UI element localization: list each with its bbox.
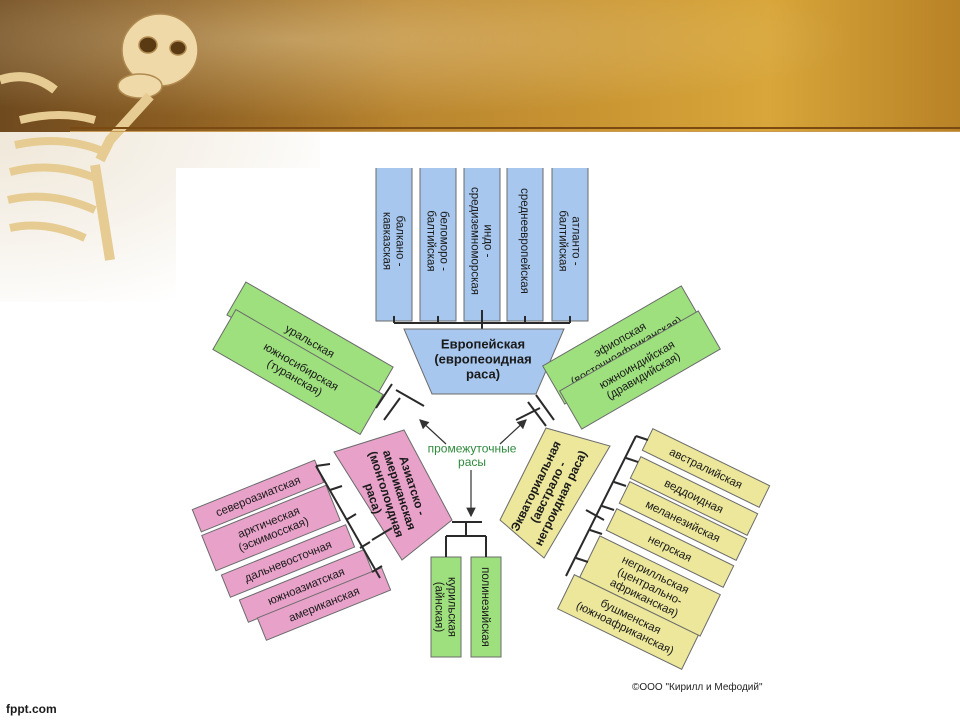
equatorial-branch-6-box xyxy=(556,574,700,670)
european-branch-5: атланто -балтийская xyxy=(551,168,589,322)
diagram-panel: балкано -кавказская беломоро -балтийская и… xyxy=(176,168,960,700)
connector-line xyxy=(375,383,393,409)
connector-line xyxy=(585,509,605,521)
connector-line xyxy=(315,465,381,579)
header-rule-thin xyxy=(70,131,960,132)
connector-line xyxy=(395,389,425,407)
header-rule xyxy=(70,127,960,129)
connector-line xyxy=(371,527,393,541)
european-race-shape xyxy=(403,328,565,395)
connector-line xyxy=(535,394,555,421)
connector-line xyxy=(589,529,603,535)
footer-brand: fppt.com xyxy=(6,702,57,716)
equatorial-branch-4-box xyxy=(605,508,735,588)
connector-line xyxy=(635,435,649,441)
arrow xyxy=(419,419,447,445)
european-branch-5-text: атланто -балтийская xyxy=(557,210,582,271)
connector-line xyxy=(315,463,331,467)
copyright-text: ©ООО "Кирилл и Мефодий" xyxy=(632,682,763,693)
european-branch-4: среднеевропейская xyxy=(506,168,544,322)
right-intermediate-2: южноиндийская(дравидийская) xyxy=(559,310,721,430)
european-branch-2-text: беломоро -балтийская xyxy=(425,210,450,271)
mongoloid-branch-3-box xyxy=(220,524,356,598)
connector-line xyxy=(613,481,627,487)
european-branch-4-text: среднеевропейская xyxy=(518,188,530,294)
mongoloid-branch-2: арктическая(эскимосская) xyxy=(201,484,341,572)
connector-line xyxy=(345,513,357,521)
bottom-branch-1-text: курильская(айнская) xyxy=(433,577,458,637)
european-branch-1-text: балкано -кавказская xyxy=(381,212,406,270)
connector-line xyxy=(565,435,637,577)
bottom-branch-1: курильская(айнская) xyxy=(430,556,462,658)
connector-line xyxy=(527,401,547,427)
arrow xyxy=(499,419,527,445)
european-branch-3: индо -средиземноморская xyxy=(463,168,501,322)
european-branch-3-text: индо -средиземноморская xyxy=(469,187,494,295)
connector-line xyxy=(515,407,541,421)
equatorial-branch-2-box xyxy=(629,456,759,536)
left-intermediate-2-box xyxy=(212,308,384,436)
bottom-branch-2: полинезийская xyxy=(470,556,502,658)
connector-line xyxy=(575,557,589,563)
mongoloid-branch-2-box xyxy=(201,484,341,572)
connector-line xyxy=(625,457,639,463)
mongoloid-branch-5-box xyxy=(256,567,392,641)
connector-line xyxy=(601,505,615,511)
equatorial-race-shape xyxy=(499,427,611,559)
connector-line xyxy=(329,485,343,491)
asian-american-race-shape xyxy=(333,429,453,561)
right-intermediate-2-box xyxy=(559,310,721,430)
bottom-branch-2-text: полинезийская xyxy=(479,567,491,647)
european-branch-1: балкано -кавказская xyxy=(375,168,413,322)
connector-line xyxy=(383,397,401,421)
european-branch-2: беломоро -балтийская xyxy=(419,168,457,322)
equatorial-branch-3-box xyxy=(618,481,748,561)
connector-line xyxy=(359,541,371,549)
connector-line xyxy=(371,565,383,573)
race-classification-diagram: балкано -кавказская беломоро -балтийская и… xyxy=(191,168,771,670)
skeleton-illustration xyxy=(0,13,199,261)
